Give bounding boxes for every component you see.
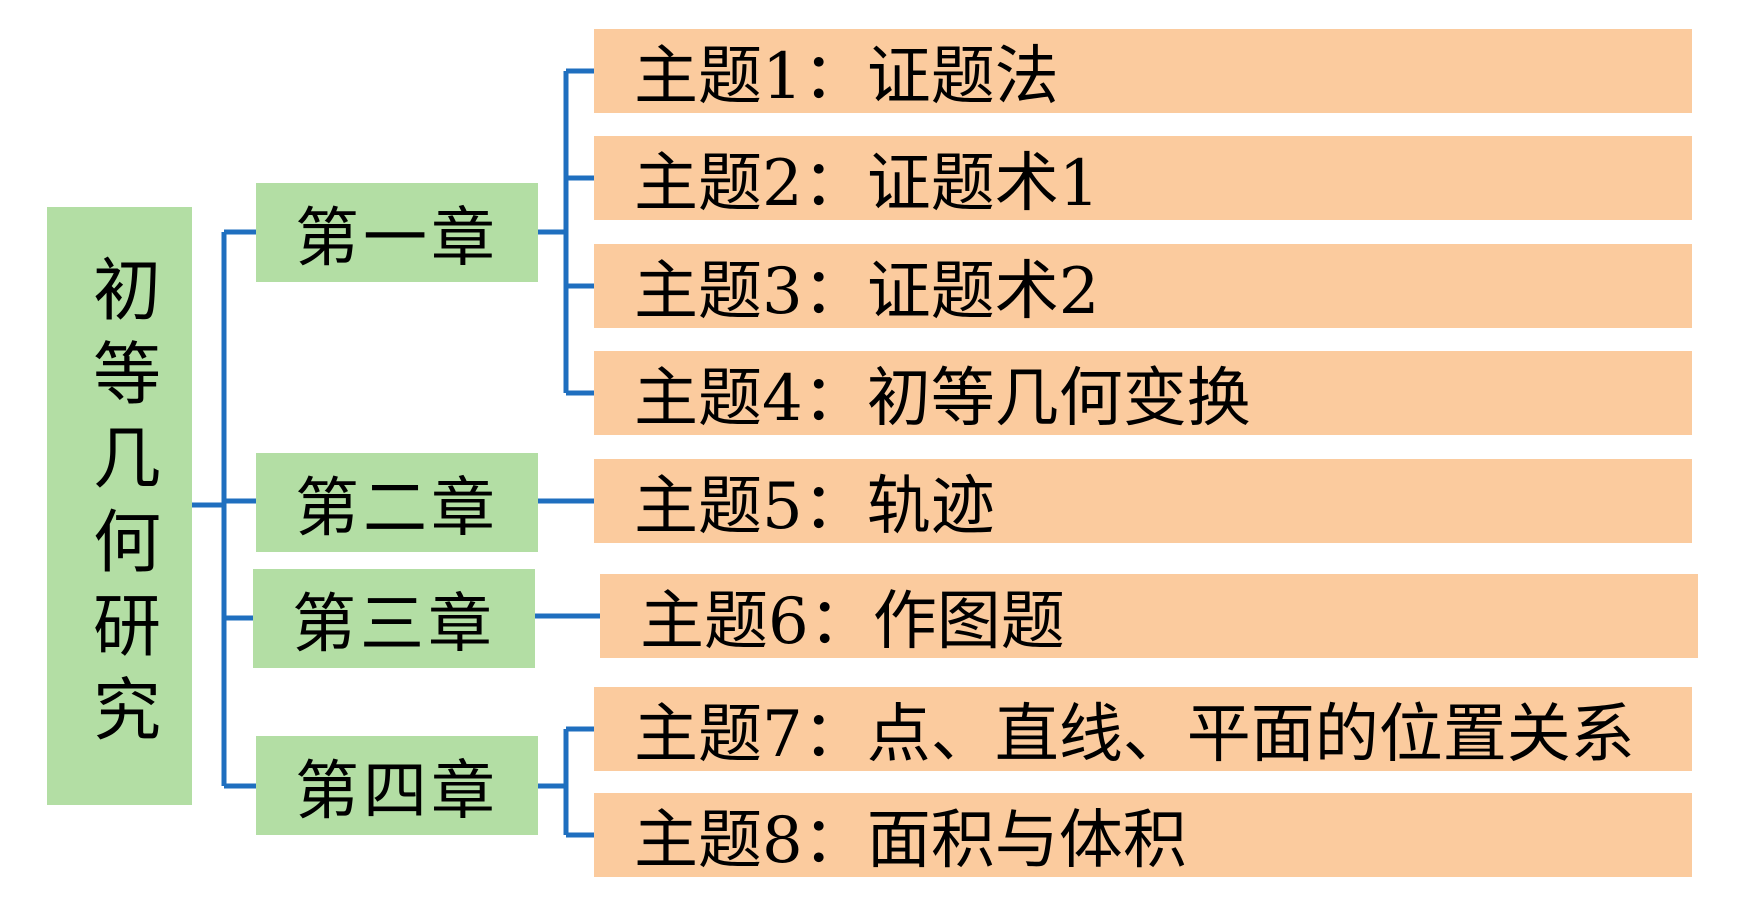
- topic-label-3: 主题3：证题术2: [634, 255, 1100, 329]
- topic-node-4: 主题4：初等几何变换: [594, 351, 1692, 436]
- topic-label-4: 主题4：初等几何变换: [634, 362, 1251, 436]
- chapter-label-4: 第四章: [295, 754, 499, 829]
- topic-node-1: 主题1：证题法: [594, 29, 1692, 114]
- chapter-node-2: 第二章: [256, 453, 538, 552]
- root-node: 初等几何研究: [47, 207, 192, 805]
- topic-node-8: 主题8：面积与体积: [594, 793, 1692, 878]
- topic-node-3: 主题3：证题术2: [594, 244, 1692, 329]
- topic-node-5: 主题5：轨迹: [594, 459, 1692, 544]
- topic-label-6: 主题6：作图题: [640, 585, 1065, 659]
- topic-label-7: 主题7：点、直线、平面的位置关系: [634, 698, 1635, 772]
- topic-node-7: 主题7：点、直线、平面的位置关系: [594, 687, 1692, 772]
- topic-node-6: 主题6：作图题: [600, 574, 1698, 659]
- topic-label-1: 主题1：证题法: [634, 40, 1059, 114]
- topic-node-2: 主题2：证题术1: [594, 136, 1692, 221]
- chapter-node-1: 第一章: [256, 183, 538, 282]
- chapter-label-1: 第一章: [295, 201, 499, 276]
- chapter-label-3: 第三章: [292, 587, 496, 662]
- topic-label-2: 主题2：证题术1: [634, 147, 1100, 221]
- chapter-node-4: 第四章: [256, 736, 538, 835]
- topic-label-8: 主题8：面积与体积: [634, 804, 1187, 878]
- chapter-label-2: 第二章: [295, 471, 499, 546]
- root-label: 初等几何研究: [80, 254, 160, 758]
- topic-label-5: 主题5：轨迹: [634, 470, 995, 544]
- chapter-node-3: 第三章: [253, 569, 535, 668]
